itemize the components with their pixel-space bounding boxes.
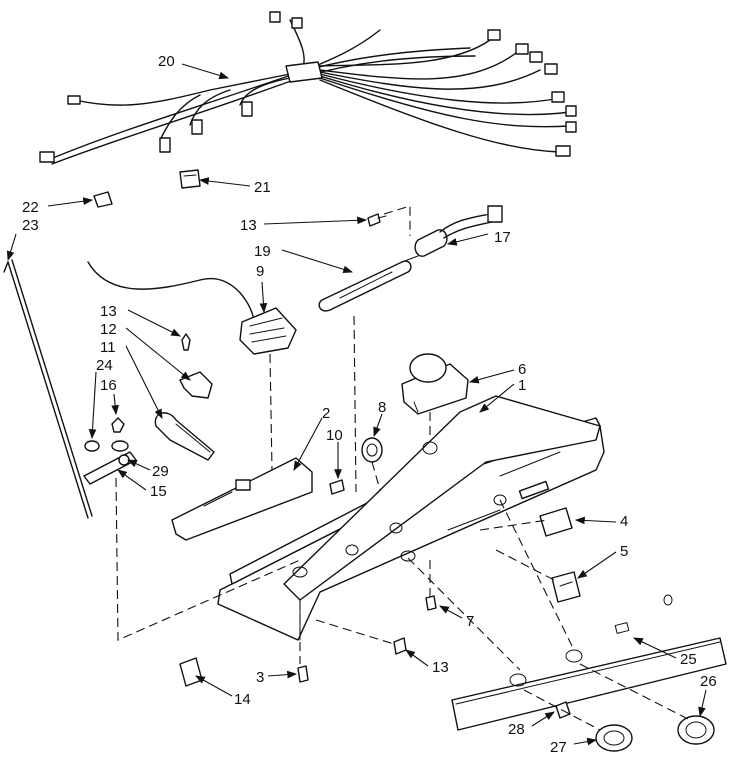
callout-23: 23 [22, 217, 39, 234]
callout-28: 28 [508, 721, 525, 738]
clip-22 [93, 191, 113, 208]
callout-3: 3 [256, 669, 264, 686]
callout-16: 16 [100, 377, 117, 394]
screw-7 [425, 595, 437, 611]
knob-27 [595, 724, 633, 752]
callout-21: 21 [254, 179, 271, 196]
callout-13-lower: 13 [432, 659, 449, 676]
timer-6 [401, 353, 469, 415]
callout-13-left: 13 [100, 303, 117, 320]
callout-19: 19 [254, 243, 271, 260]
switch-5 [551, 571, 581, 603]
wire-harness [39, 11, 577, 165]
bracket-2 [171, 457, 313, 541]
thermostat-9 [87, 261, 297, 355]
alignment-lines [115, 205, 691, 731]
screw-10 [329, 479, 345, 495]
callout-26: 26 [700, 673, 717, 690]
callout-17: 17 [494, 229, 511, 246]
callout-27: 27 [550, 739, 567, 756]
screw-13-top [367, 213, 387, 227]
callout-22: 22 [22, 199, 39, 216]
callout-14: 14 [234, 691, 251, 708]
callout-9: 9 [256, 263, 264, 280]
callout-7: 7 [466, 613, 474, 630]
control-rod [3, 259, 93, 519]
callout-10: 10 [326, 427, 343, 444]
screw-3 [297, 665, 309, 683]
callout-20: 20 [158, 53, 175, 70]
callout-4: 4 [620, 513, 628, 530]
callout-25: 25 [680, 651, 697, 668]
leader-lines [6, 63, 707, 746]
component-17 [414, 205, 503, 257]
clip-21 [179, 169, 201, 189]
callout-15: 15 [150, 483, 167, 500]
callout-13-top: 13 [240, 217, 257, 234]
heater-19 [318, 255, 419, 312]
callout-24: 24 [96, 357, 113, 374]
control-housing-1 [217, 395, 605, 641]
knob-26 [677, 715, 715, 745]
callout-12: 12 [100, 321, 117, 338]
callout-11: 11 [100, 339, 116, 356]
clip-14 [179, 657, 203, 687]
callout-29: 29 [152, 463, 169, 480]
control-panel-25 [451, 594, 727, 731]
callout-2: 2 [322, 405, 330, 422]
callout-8: 8 [378, 399, 386, 416]
callout-1: 1 [518, 377, 526, 394]
light-socket-8 [361, 437, 383, 463]
screw-13-lower [393, 637, 407, 655]
callout-5: 5 [620, 543, 628, 560]
callout-labels: 20 21 22 23 13 19 9 17 13 12 11 24 16 29… [22, 53, 717, 756]
switch-4 [539, 507, 573, 537]
callout-6: 6 [518, 361, 526, 378]
